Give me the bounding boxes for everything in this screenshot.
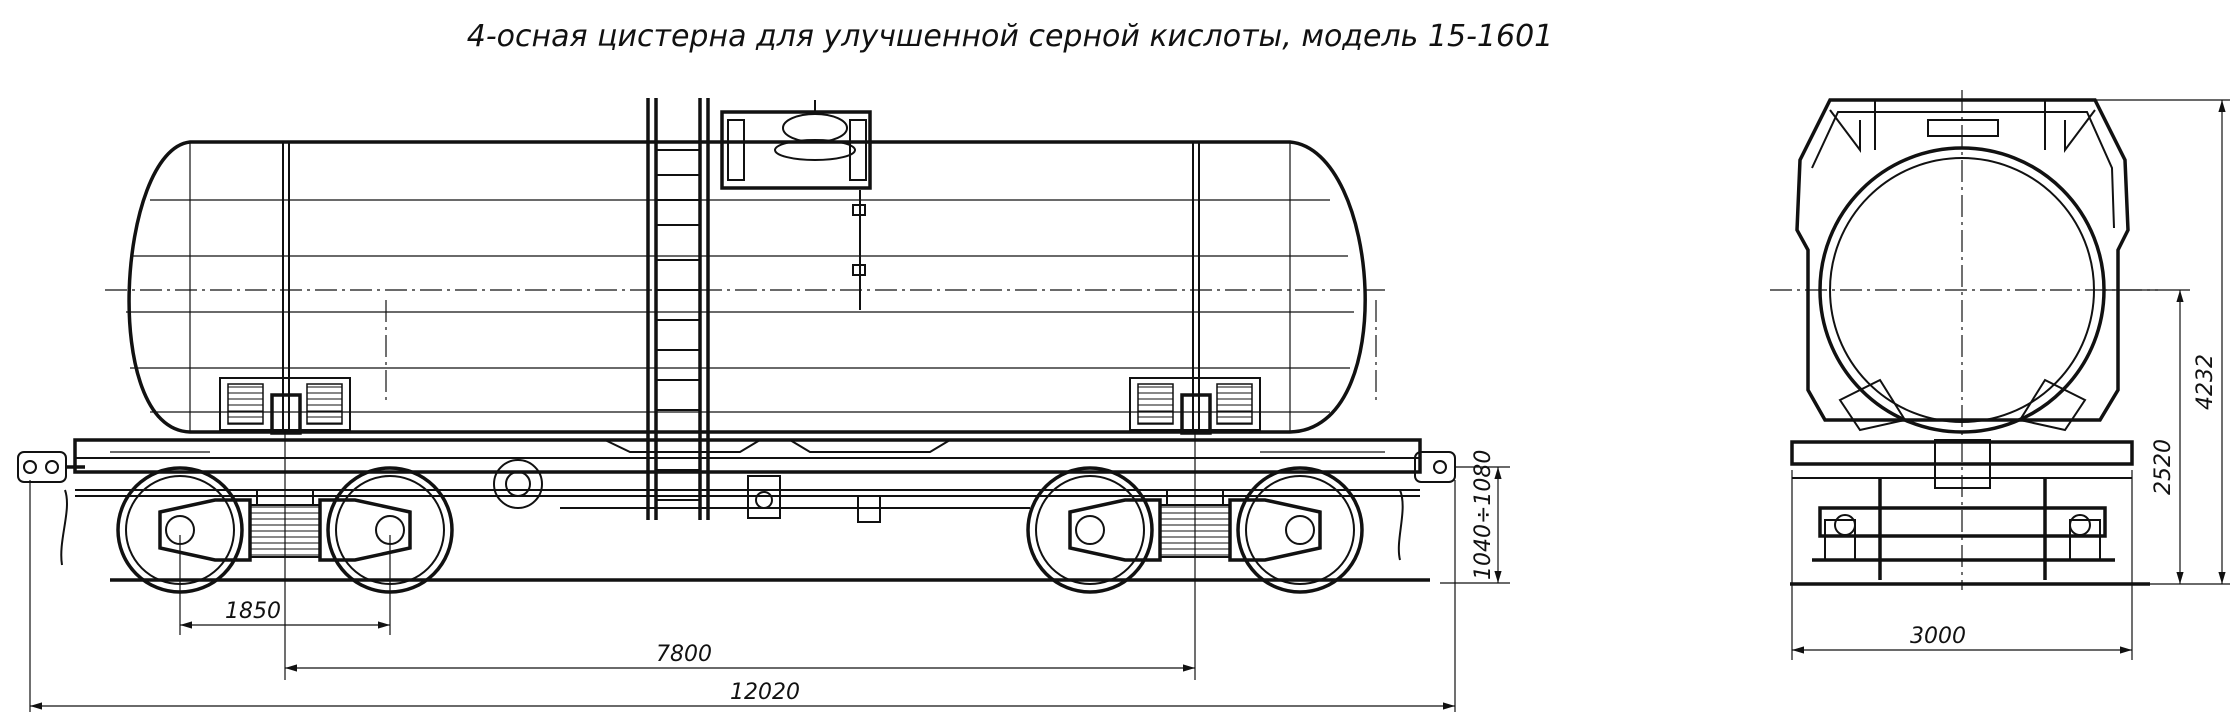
ladder [646, 98, 710, 520]
coupler-left [17, 451, 85, 566]
dim-label-3000: 3000 [1910, 624, 1966, 649]
saddle-right [1129, 377, 1261, 435]
dim-label-coupler-height: 1040÷1080 [1471, 450, 1496, 580]
dim-4232: 4232 [2095, 99, 2230, 585]
dim-coupler-height: 1040÷1080 [1440, 450, 1510, 584]
drawing-title: 4-осная цистерна для улучшенной серной к… [467, 19, 1554, 54]
end-view: 3000 2520 4232 [1770, 90, 2230, 660]
dim-label-12020: 12020 [730, 680, 800, 705]
dome [720, 100, 872, 310]
dim-2520: 2520 [2105, 289, 2190, 585]
tank-barrel [105, 140, 1385, 434]
dim-label-2520: 2520 [2151, 439, 2176, 495]
saddle-left [219, 377, 351, 435]
brake-equipment [493, 459, 1030, 523]
dim-1850: 1850 [179, 535, 391, 635]
dim-7800: 7800 [284, 430, 1196, 680]
dim-label-1850: 1850 [225, 599, 281, 624]
dim-12020: 12020 [29, 480, 1456, 712]
bogie-left [116, 466, 454, 594]
coupler-right [1397, 451, 1456, 561]
side-view: 1850 7800 12020 1040÷1080 [17, 98, 1510, 712]
dim-label-7800: 7800 [656, 642, 712, 667]
dim-label-4232: 4232 [2193, 354, 2218, 410]
dim-3000: 3000 [1791, 470, 2133, 660]
